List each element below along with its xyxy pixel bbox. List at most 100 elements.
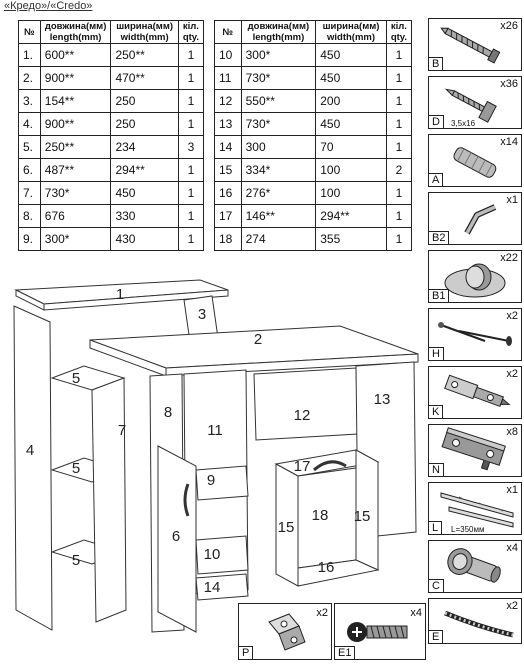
hardware-code: D xyxy=(429,115,444,128)
hex-key-icon xyxy=(464,204,497,235)
cell-num: 2. xyxy=(18,66,41,90)
cell-length: 600** xyxy=(39,43,112,67)
part-number-label: 1 xyxy=(116,286,124,303)
hardware-qty: x4 xyxy=(506,542,518,554)
part-number-label: 4 xyxy=(26,442,34,459)
cell-length: 154** xyxy=(39,89,112,113)
cell-num: 17 xyxy=(214,204,242,228)
cell-qty: 1 xyxy=(177,89,205,113)
table-row: 1.600**250**1 xyxy=(18,43,205,67)
cell-qty: 1 xyxy=(177,181,205,205)
cell-width: 200 xyxy=(315,89,387,113)
hardware-code: L xyxy=(429,521,443,534)
table-row: 6.487**294**1 xyxy=(18,158,205,182)
cell-num: 18 xyxy=(214,227,242,251)
cell-length: 274 xyxy=(240,227,317,251)
nail-icon xyxy=(438,322,512,346)
hinge-icon xyxy=(444,374,511,407)
cell-qty: 1 xyxy=(177,43,205,67)
col-num: № xyxy=(18,20,41,44)
part-number-label: 15 xyxy=(354,508,371,525)
cell-width: 100 xyxy=(315,181,387,205)
cell-width: 100 xyxy=(315,158,387,182)
cell-num: 16 xyxy=(214,181,242,205)
cell-qty: 1 xyxy=(177,204,205,228)
hardware-code: H xyxy=(429,347,444,360)
part-number-label: 17 xyxy=(294,458,311,475)
handle-icon xyxy=(444,610,514,638)
part-number-label: 16 xyxy=(318,559,335,576)
hardware-qty: x2 xyxy=(506,310,518,322)
hardware-note: 3,5x16 xyxy=(451,119,476,128)
hardware-item-h: x2 H xyxy=(428,308,522,361)
col-width: ширина(мм) width(mm) xyxy=(315,20,387,44)
cell-num: 12 xyxy=(214,89,242,113)
cell-qty: 1 xyxy=(385,43,413,67)
hardware-qty: x4 xyxy=(410,607,422,619)
part-number-label: 10 xyxy=(204,546,221,563)
document-title: «Кредо»/«Credo» xyxy=(4,0,93,12)
cam-connector-icon xyxy=(447,548,501,583)
cell-length: 334* xyxy=(240,158,317,182)
part-12-drawer-front xyxy=(253,367,359,441)
hardware-item-b1: x22 B1 xyxy=(428,250,522,303)
cell-qty: 1 xyxy=(177,227,205,251)
part-number-label: 15 xyxy=(278,519,295,536)
hardware-qty: x2 xyxy=(506,368,518,380)
hardware-qty: x36 xyxy=(500,78,518,90)
cell-qty: 1 xyxy=(385,66,413,90)
cell-num: 14 xyxy=(214,135,242,159)
part-number-label: 6 xyxy=(172,528,180,545)
part-number-label: 5 xyxy=(72,460,80,477)
cell-width: 450 xyxy=(315,112,387,136)
wood-screw-icon xyxy=(444,88,497,123)
cell-num: 5. xyxy=(18,135,41,159)
part-number-label: 5 xyxy=(72,370,80,387)
part-number-label: 12 xyxy=(294,407,311,424)
cell-qty: 1 xyxy=(385,89,413,113)
cell-num: 8. xyxy=(18,204,41,228)
cell-length: 730* xyxy=(240,66,317,90)
cell-length: 730* xyxy=(39,181,112,205)
cell-qty: 1 xyxy=(385,227,413,251)
hardware-qty: x2 xyxy=(506,600,518,612)
hardware-qty: x26 xyxy=(500,20,518,32)
bolt-icon xyxy=(347,622,408,642)
hardware-code: P xyxy=(239,646,254,659)
col-qty: кіл. qty. xyxy=(177,20,205,44)
parts-table-right: № довжина(мм) length(mm) ширина(мм) widt… xyxy=(214,20,413,251)
cell-width: 250 xyxy=(110,89,179,113)
hardware-item-d: x36 D 3,5x16 xyxy=(428,76,522,129)
hardware-qty: x14 xyxy=(500,136,518,148)
drawer-slide-icon xyxy=(440,492,514,528)
cell-qty: 1 xyxy=(385,204,413,228)
col-length: довжина(мм) length(mm) xyxy=(39,20,112,44)
cell-length: 300 xyxy=(240,135,317,159)
cell-length: 900** xyxy=(39,66,112,90)
parts-table-left: № довжина(мм) length(mm) ширина(мм) widt… xyxy=(18,20,205,251)
col-width: ширина(мм) width(mm) xyxy=(110,20,179,44)
cell-num: 4. xyxy=(18,112,41,136)
cell-width: 470** xyxy=(110,66,179,90)
cell-qty: 1 xyxy=(177,112,205,136)
part-4-side-panel xyxy=(13,305,53,631)
cell-qty: 1 xyxy=(385,135,413,159)
hardware-code: A xyxy=(429,173,444,186)
hardware-item-e1: x4 E1 xyxy=(334,603,426,660)
cell-length: 676 xyxy=(39,204,112,228)
confirmat-screw-icon xyxy=(440,27,501,64)
hardware-item-e: x2 E xyxy=(428,598,522,644)
part-14-strip xyxy=(195,573,249,601)
hardware-qty: x8 xyxy=(506,426,518,438)
cell-num: 11 xyxy=(214,66,242,90)
hardware-qty: x1 xyxy=(506,484,518,496)
col-qty: кіл. qty. xyxy=(385,20,413,44)
col-num: № xyxy=(214,20,242,44)
